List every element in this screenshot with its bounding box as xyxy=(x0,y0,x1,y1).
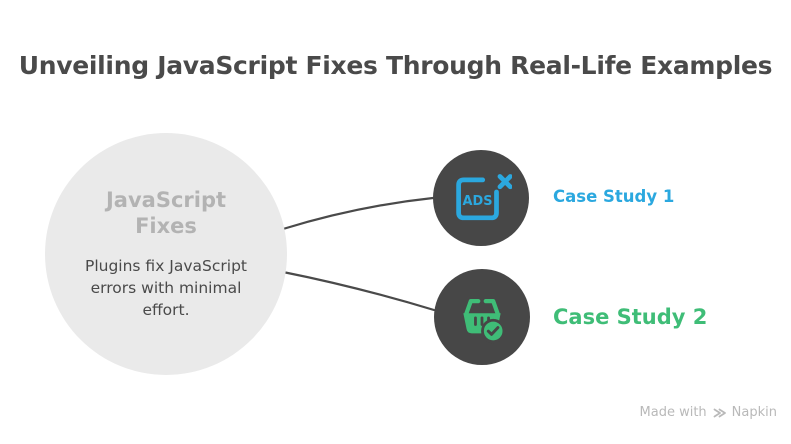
case-study-2-label: Case Study 2 xyxy=(553,305,708,329)
napkin-logo-icon xyxy=(713,408,726,417)
basket-check-icon xyxy=(463,299,506,344)
napkin-brand-text: Napkin xyxy=(731,405,777,420)
central-topic-heading: JavaScript Fixes xyxy=(105,187,227,238)
made-with-text: Made with xyxy=(639,405,707,420)
ads-icon-text: ADS xyxy=(463,194,493,209)
blocked-ads-icon: ADS xyxy=(456,174,512,221)
branch-node-case-study-1: ADS xyxy=(433,150,529,246)
central-topic-description: Plugins fix JavaScript errors with minim… xyxy=(84,257,247,320)
case-study-1-label: Case Study 1 xyxy=(553,187,675,206)
made-with-napkin-attribution: Made with Napkin xyxy=(640,405,777,420)
connector-line-case-study-2 xyxy=(281,270,436,312)
central-topic-node: JavaScript Fixes Plugins fix JavaScript … xyxy=(45,133,287,375)
page-title: Unveiling JavaScript Fixes Through Real-… xyxy=(18,51,773,80)
connector-line-case-study-1 xyxy=(281,196,435,231)
branch-node-case-study-2 xyxy=(434,269,530,365)
